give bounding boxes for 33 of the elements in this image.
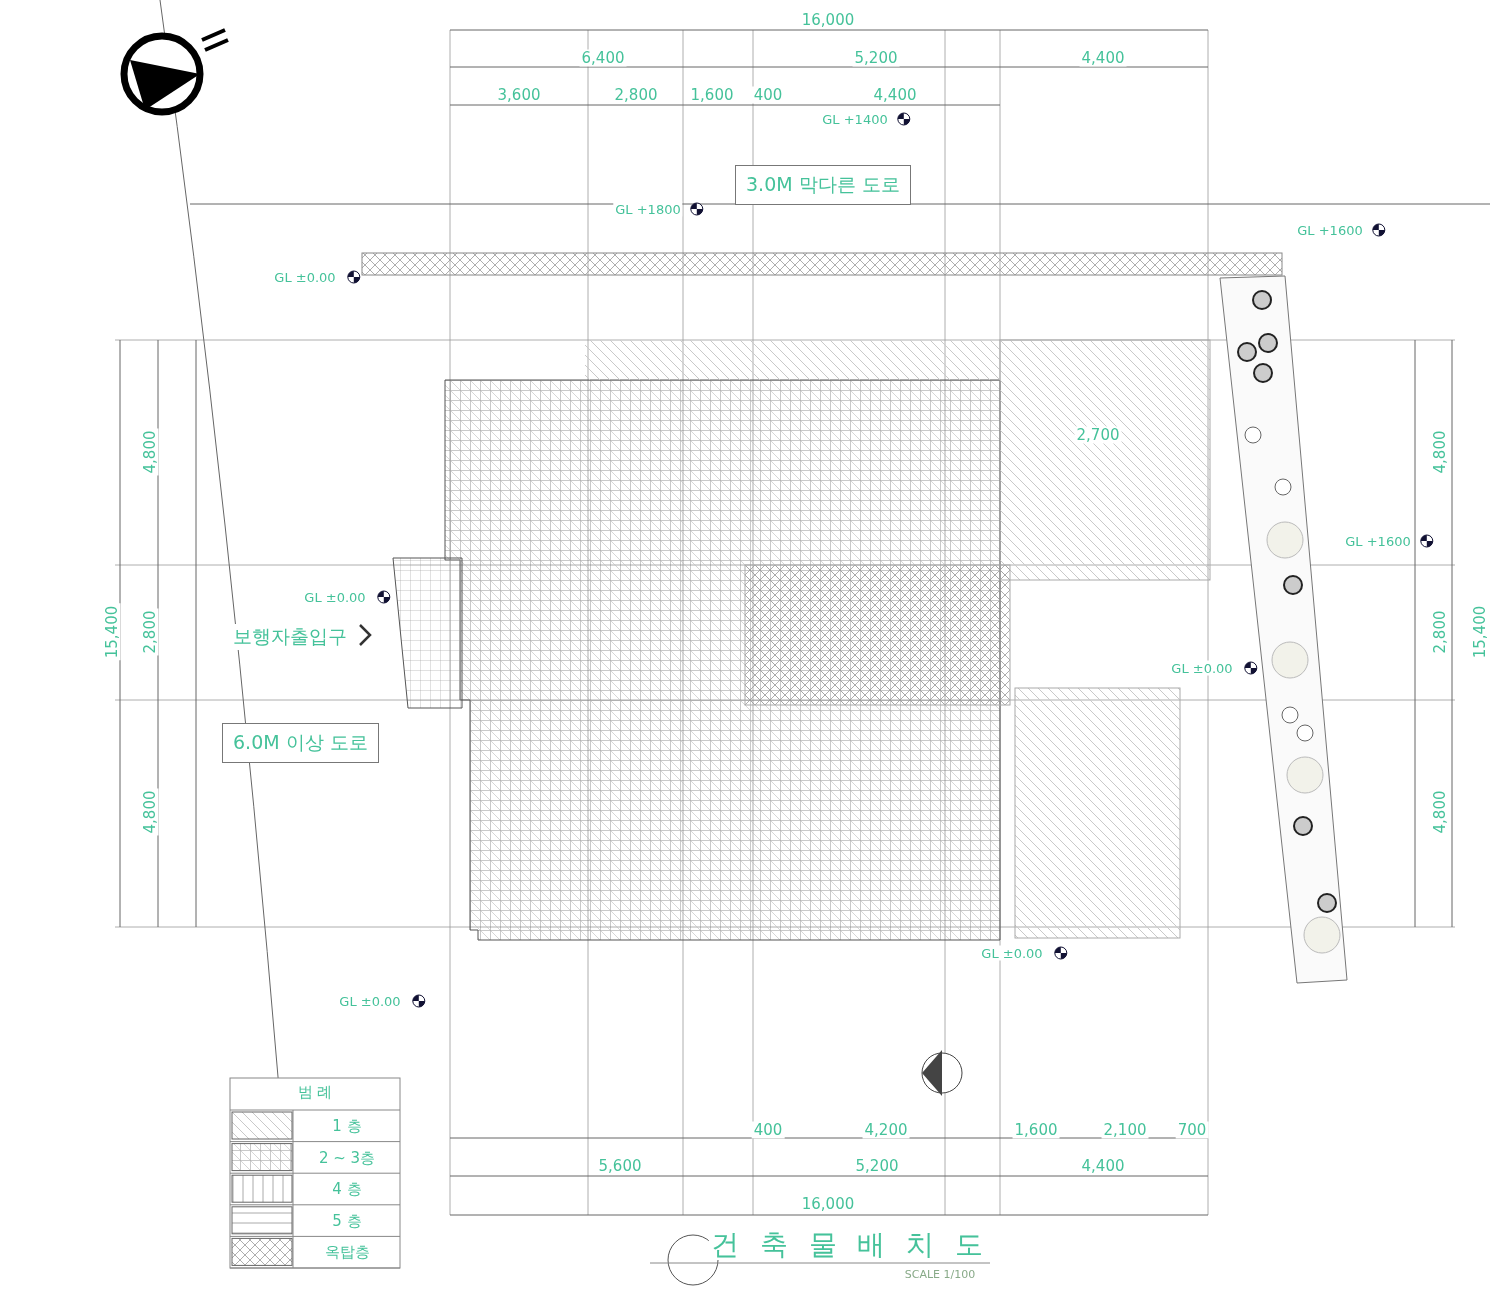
dimension-label: 5,600 [596,1157,644,1175]
dimension-label: 700 [1175,1121,1209,1139]
road-label-box: 6.0M 이상 도로 [222,723,379,763]
legend-label: 5 층 [330,1212,364,1230]
dimension-label: 5,200 [853,1157,901,1175]
dimension-label: 4,400 [871,86,919,104]
dimension-label: 400 [751,1121,785,1139]
elevation-label: GL ±0.00 [1169,660,1235,676]
dimension-label: 2,800 [612,86,660,104]
scale-note: SCALE 1/100 [902,1267,978,1281]
dimension-label: 5,200 [852,49,900,67]
dimension-label: 4,800 [141,788,159,836]
dimension-label: 2,800 [141,608,159,656]
legend-label: 1 층 [330,1117,364,1135]
dimension-label: 4,800 [141,428,159,476]
dimension-label: 1,600 [1012,1121,1060,1139]
dimension-label: 4,800 [1431,428,1449,476]
dimension-label: 4,200 [862,1121,910,1139]
dimension-label: 2,100 [1101,1121,1149,1139]
dimension-label: 2,800 [1431,608,1449,656]
dimension-label: 6,400 [579,49,627,67]
elevation-label: GL +1800 [613,201,683,217]
dimension-label: 15,400 [103,603,121,661]
dimension-label: 4,800 [1431,788,1449,836]
road-label-box: 3.0M 막다른 도로 [735,165,911,205]
dimension-label: 3,600 [495,86,543,104]
dimension-label: 4,400 [1079,1157,1127,1175]
legend-label: 4 층 [330,1180,364,1198]
elevation-label: GL ±0.00 [979,945,1045,961]
dimension-label: 4,400 [1079,49,1127,67]
dimension-label: 400 [751,86,785,104]
entrance-label: 보행자출입구 [233,624,347,650]
dimension-label: 2,700 [1074,426,1122,444]
